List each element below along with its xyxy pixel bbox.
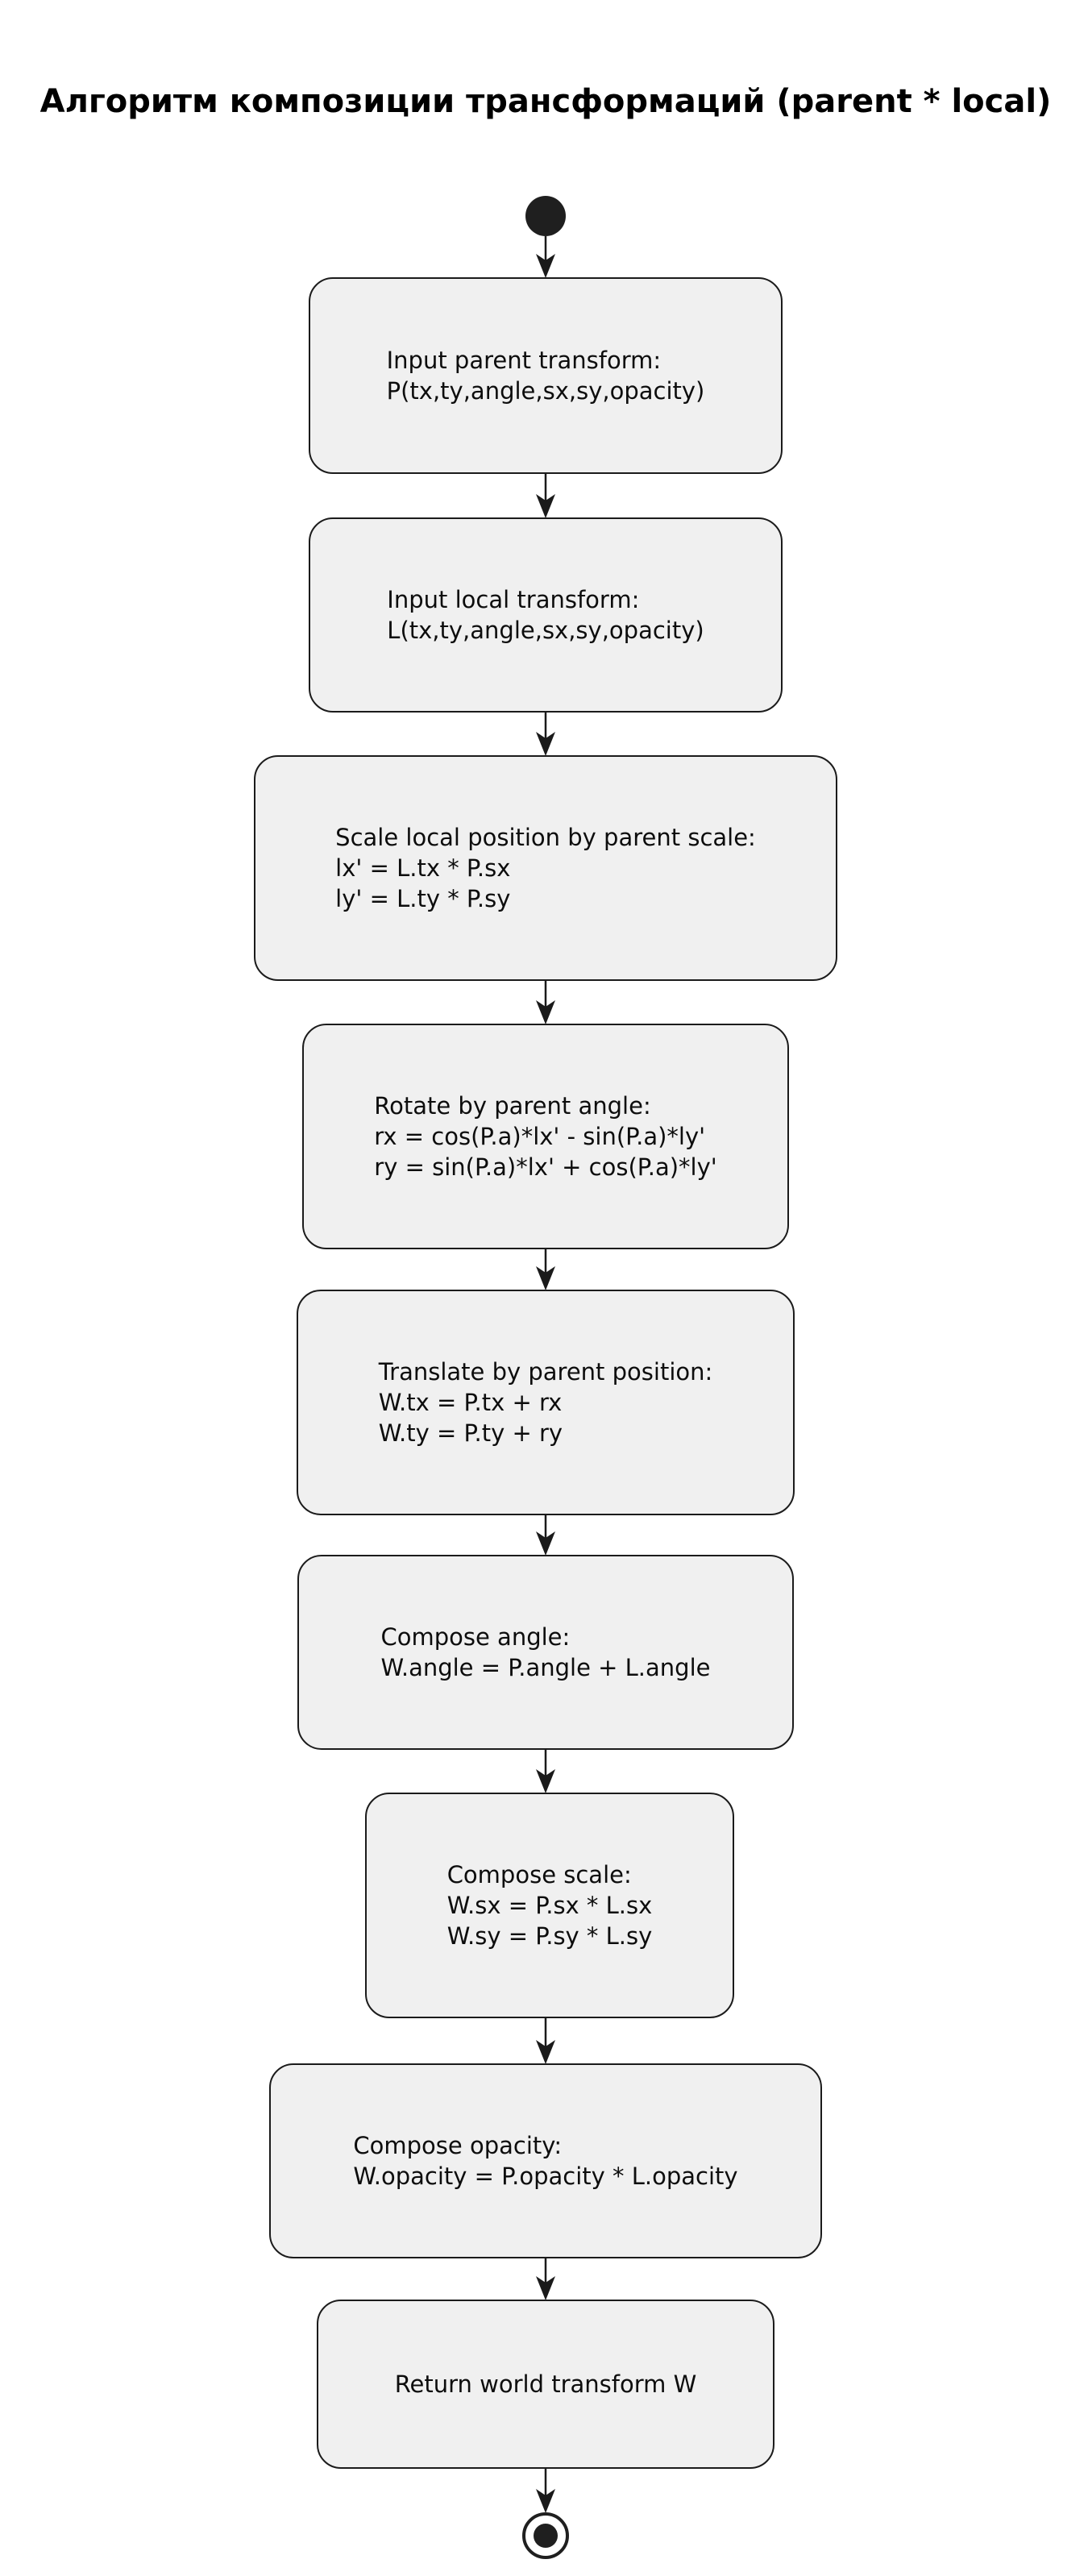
node-text: Return world transform W [395,2369,697,2399]
arrowhead-icon [536,2040,555,2064]
node-line: Scale local position by parent scale: [335,824,756,851]
node-text: Rotate by parent angle: rx = cos(P.a)*lx'… [374,1091,716,1182]
activity-node-input-local-transform: Input local transform: L(tx,ty,angle,sx,s… [309,517,783,713]
node-line: Input parent transform: [386,347,662,374]
node-line: Return world transform W [394,2370,697,2398]
node-line: Rotate by parent angle: [374,1092,651,1120]
start-node [525,196,566,236]
node-line: Input local transform: [387,586,640,613]
flow-arrow [536,1249,555,1290]
node-text: Input parent transform: P(tx,ty,angle,sx,… [387,345,705,406]
node-text: Compose angle: W.angle = P.angle + L.angl… [381,1622,711,1683]
node-line: ry = sin(P.a)*lx' + cos(P.a)*ly' [374,1153,717,1181]
node-line: W.sx = P.sx * L.sx [446,1892,653,1919]
flow-arrow [536,236,555,278]
arrowhead-icon [536,1000,555,1024]
node-line: lx' = L.tx * P.sx [335,854,511,882]
flow-arrow [536,474,555,518]
node-line: L(tx,ty,angle,sx,sy,opacity) [387,617,704,644]
node-line: Translate by parent position: [378,1358,713,1386]
node-text: Compose opacity: W.opacity = P.opacity * … [353,2130,737,2192]
activity-node-input-parent-transform: Input parent transform: P(tx,ty,angle,sx,… [309,277,783,474]
flow-arrow [536,2018,555,2064]
node-line: W.angle = P.angle + L.angle [380,1654,711,1681]
arrowhead-icon [536,732,555,756]
activity-node-return-world-transform: Return world transform W [317,2300,774,2469]
node-line: rx = cos(P.a)*lx' - sin(P.a)*ly' [374,1123,706,1150]
arrowhead-icon [536,1769,555,1793]
activity-node-compose-opacity: Compose opacity: W.opacity = P.opacity * … [269,2063,822,2258]
flow-arrow [536,2258,555,2300]
flow-arrow [536,1750,555,1793]
arrowhead-icon [536,1266,555,1290]
node-line: ly' = L.ty * P.sy [335,885,511,912]
node-line: Compose scale: [446,1861,632,1888]
node-text: Input local transform: L(tx,ty,angle,sx,s… [387,584,704,646]
activity-node-translate-by-parent-position: Translate by parent position: W.tx = P.tx… [297,1290,795,1515]
node-line: W.opacity = P.opacity * L.opacity [353,2163,738,2190]
end-node-inner [534,2524,558,2548]
node-line: W.tx = P.tx + rx [378,1389,563,1416]
node-line: P(tx,ty,angle,sx,sy,opacity) [386,377,705,405]
node-text: Scale local position by parent scale: lx'… [335,822,756,914]
node-line: W.sy = P.sy * L.sy [446,1922,653,1950]
arrowhead-icon [536,2276,555,2300]
flow-arrow [536,981,555,1024]
node-line: W.ty = P.ty + ry [378,1419,563,1447]
activity-node-compose-angle: Compose angle: W.angle = P.angle + L.angl… [297,1555,794,1750]
diagram-title: Алгоритм композиции трансформаций (paren… [39,83,1052,120]
node-line: Compose opacity: [353,2132,563,2159]
flow-arrow [536,1515,555,1556]
activity-node-rotate-by-parent-angle: Rotate by parent angle: rx = cos(P.a)*lx'… [302,1024,789,1249]
arrowhead-icon [536,254,555,278]
arrowhead-icon [536,1531,555,1556]
arrowhead-icon [536,494,555,518]
end-node [522,2512,569,2559]
flow-arrow [536,713,555,756]
flow-arrow [536,2469,555,2513]
node-line: Compose angle: [380,1623,571,1651]
activity-node-scale-local-position: Scale local position by parent scale: lx'… [254,755,837,981]
arrowhead-icon [536,2489,555,2513]
node-text: Translate by parent position: W.tx = P.tx… [379,1357,713,1448]
